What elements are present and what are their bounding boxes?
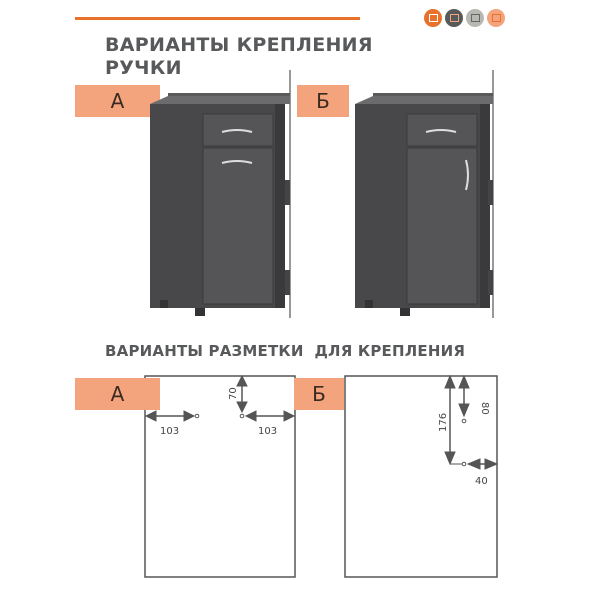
desk-icon bbox=[424, 9, 442, 27]
marking-a-label: А bbox=[75, 378, 160, 410]
dim-b-long: 176 bbox=[438, 413, 449, 432]
marking-b-diagram bbox=[344, 374, 499, 578]
page-title: ВАРИАНТЫ КРЕПЛЕНИЯ РУЧКИ bbox=[105, 34, 373, 80]
variant-b-label: Б bbox=[297, 85, 349, 117]
title-line-1: ВАРИАНТЫ КРЕПЛЕНИЯ bbox=[105, 34, 373, 56]
dim-a-right: 103 bbox=[258, 426, 277, 437]
shelf-icon bbox=[487, 9, 505, 27]
dim-a-top: 70 bbox=[228, 387, 239, 400]
marking-b-label: Б bbox=[294, 378, 344, 410]
category-icons bbox=[424, 9, 505, 27]
marking-title: ВАРИАНТЫ РАЗМЕТКИ ДЛЯ КРЕПЛЕНИЯ bbox=[105, 342, 466, 360]
accent-line bbox=[75, 17, 360, 20]
cabinet-icon bbox=[445, 9, 463, 27]
dim-a-left: 103 bbox=[160, 426, 179, 437]
cabinet-a-image bbox=[150, 70, 291, 318]
title-line-2: РУЧКИ bbox=[105, 57, 182, 79]
dim-b-side: 40 bbox=[475, 476, 488, 487]
dim-b-short: 80 bbox=[479, 402, 490, 415]
drawers-icon bbox=[466, 9, 484, 27]
variant-a-label: А bbox=[75, 85, 160, 117]
marking-a-diagram bbox=[144, 374, 296, 578]
cabinet-b-image bbox=[355, 70, 494, 318]
